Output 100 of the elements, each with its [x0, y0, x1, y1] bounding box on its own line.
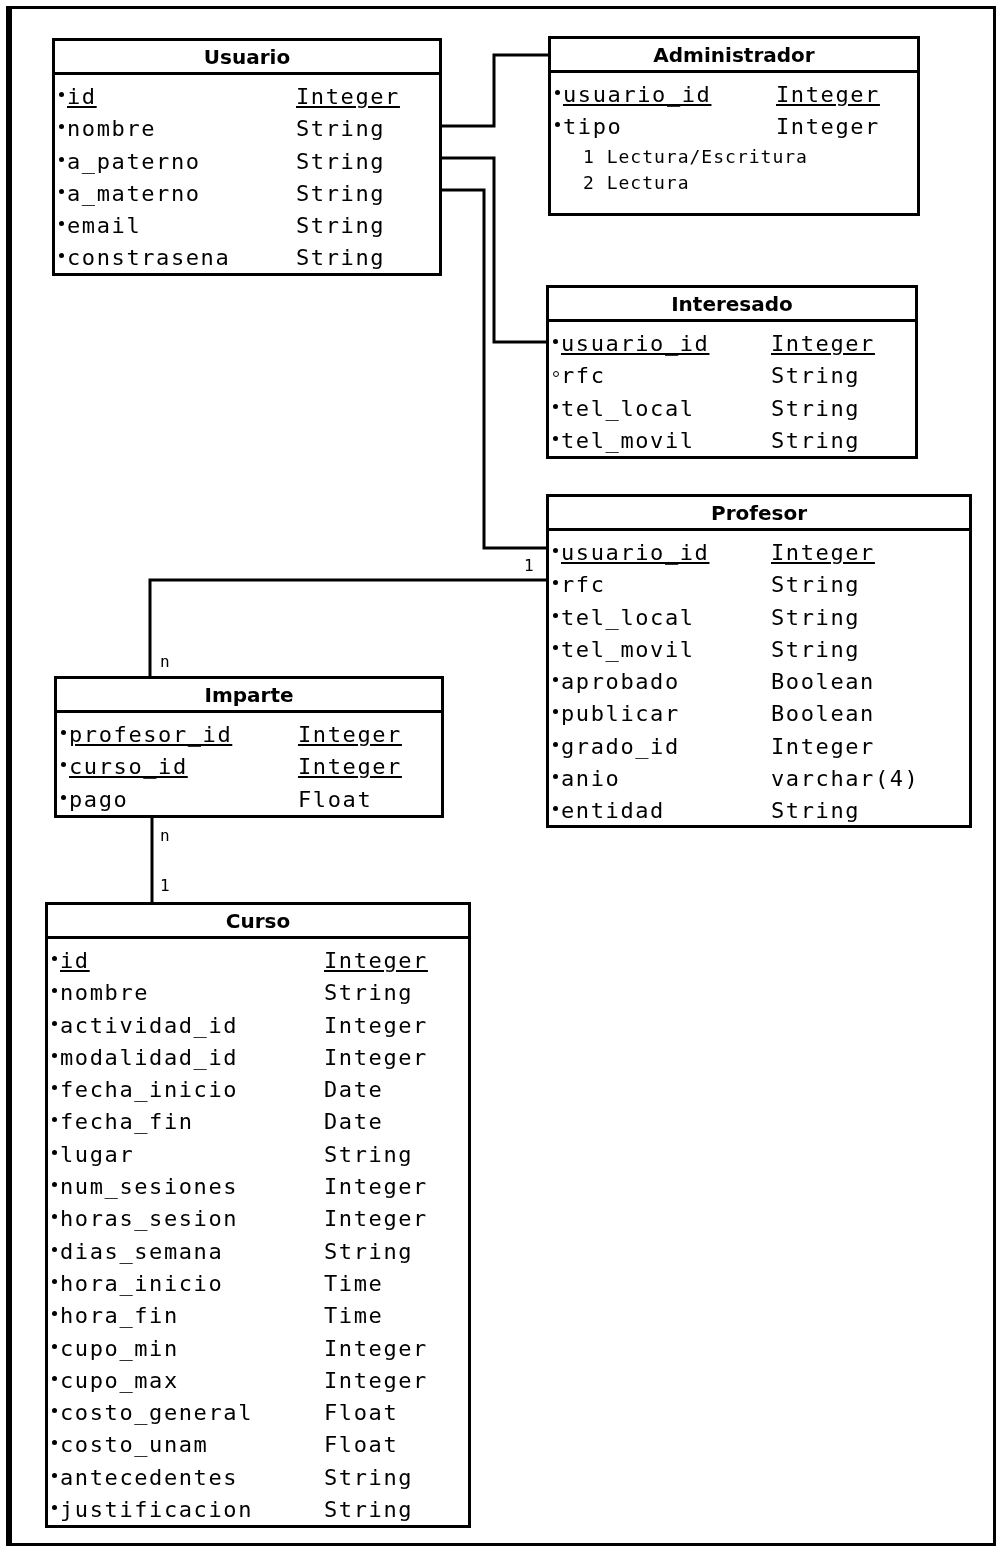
field-name: dias_semana: [60, 1237, 224, 1266]
field-name: justificacion: [60, 1496, 253, 1525]
field-name: entidad: [561, 797, 665, 826]
field-name: tel_local: [561, 394, 695, 423]
field-name: hora_fin: [60, 1302, 179, 1331]
field-name: id: [60, 947, 90, 975]
field-type: Boolean: [771, 700, 875, 729]
field-name: modalidad_id: [60, 1043, 239, 1072]
field-name: publicar: [561, 700, 680, 729]
field-type: Integer: [771, 330, 875, 358]
field-name: rfc: [561, 571, 606, 600]
field-type: Integer: [776, 81, 880, 109]
field-name: num_sesiones: [60, 1173, 239, 1202]
multiplicity-label: n: [160, 652, 170, 671]
field-type: Integer: [296, 83, 400, 111]
field-name: nombre: [67, 115, 157, 144]
field-name: usuario_id: [563, 81, 712, 109]
field-name: a_materno: [67, 179, 201, 208]
value-note: 1 Lectura/Escritura: [582, 144, 809, 169]
field-name: tipo: [563, 113, 623, 142]
field-name: anio: [561, 765, 621, 794]
connector-line: [150, 818, 154, 902]
field-name: tel_movil: [561, 426, 695, 455]
connector-line: [442, 53, 548, 128]
field-type: Integer: [298, 753, 402, 782]
field-name: fecha_fin: [60, 1108, 194, 1137]
field-name: cupo_max: [60, 1366, 179, 1395]
table-box: [54, 676, 444, 818]
connector-line: [442, 188, 546, 550]
field-type: Integer: [771, 539, 875, 567]
field-type: String: [771, 797, 861, 826]
multiplicity-label: 1: [160, 876, 170, 895]
table-box: [45, 902, 471, 1528]
field-name: a_paterno: [67, 147, 201, 176]
field-name: id: [67, 83, 97, 111]
connector-line: [442, 156, 546, 344]
field-type: String: [296, 179, 386, 208]
field-type: String: [324, 1140, 414, 1169]
field-name: grado_id: [561, 732, 680, 761]
field-type: Integer: [324, 947, 428, 975]
field-name: fecha_inicio: [60, 1076, 239, 1105]
field-type: Time: [324, 1269, 384, 1298]
field-name: tel_local: [561, 603, 695, 632]
field-type: String: [324, 1237, 414, 1266]
field-type: Float: [324, 1431, 399, 1460]
field-type: String: [771, 394, 861, 423]
field-name: pago: [69, 785, 129, 814]
field-type: Date: [324, 1076, 384, 1105]
field-type: String: [771, 426, 861, 455]
field-type: String: [771, 635, 861, 664]
field-type: Time: [324, 1302, 384, 1331]
field-type: varchar(4): [771, 765, 920, 794]
field-name: nombre: [60, 979, 150, 1008]
table-box: [52, 38, 442, 276]
table-title: Administrador: [551, 39, 917, 73]
field-type: Float: [298, 785, 373, 814]
table-title: Curso: [48, 905, 468, 939]
field-name: constrasena: [67, 244, 231, 273]
multiplicity-label: n: [160, 826, 170, 845]
field-type: Integer: [298, 721, 402, 749]
field-type: String: [771, 603, 861, 632]
connector-line: [148, 578, 546, 676]
field-type: Float: [324, 1399, 399, 1428]
table-box: [546, 285, 918, 459]
field-type: Integer: [324, 1011, 428, 1040]
field-type: String: [296, 147, 386, 176]
field-type: String: [324, 1463, 414, 1492]
field-name: costo_general: [60, 1399, 253, 1428]
table-title: Imparte: [57, 679, 441, 713]
value-note: 2 Lectura: [582, 170, 691, 195]
field-type: Integer: [324, 1366, 428, 1395]
field-name: rfc: [561, 362, 606, 391]
table-title: Interesado: [549, 288, 915, 322]
field-type: String: [296, 244, 386, 273]
field-name: antecedentes: [60, 1463, 239, 1492]
table-title: Usuario: [55, 41, 439, 75]
field-name: lugar: [60, 1140, 135, 1169]
field-type: Integer: [324, 1173, 428, 1202]
field-type: Integer: [324, 1205, 428, 1234]
field-type: Boolean: [771, 668, 875, 697]
field-name: curso_id: [69, 753, 188, 782]
field-type: String: [296, 212, 386, 241]
multiplicity-label: 1: [524, 556, 534, 575]
table-title: Profesor: [549, 497, 969, 531]
field-type: String: [324, 1496, 414, 1525]
field-type: Date: [324, 1108, 384, 1137]
field-name: aprobado: [561, 668, 680, 697]
table-box: [546, 494, 972, 828]
field-name: profesor_id: [69, 721, 233, 749]
field-type: Integer: [324, 1334, 428, 1363]
table-box: [548, 36, 920, 216]
field-type: String: [771, 571, 861, 600]
field-name: tel_movil: [561, 635, 695, 664]
field-name: hora_inicio: [60, 1269, 224, 1298]
field-type: String: [771, 362, 861, 391]
field-name: usuario_id: [561, 330, 710, 358]
field-name: cupo_min: [60, 1334, 179, 1363]
field-type: String: [296, 115, 386, 144]
field-type: Integer: [324, 1043, 428, 1072]
field-name: costo_unam: [60, 1431, 209, 1460]
